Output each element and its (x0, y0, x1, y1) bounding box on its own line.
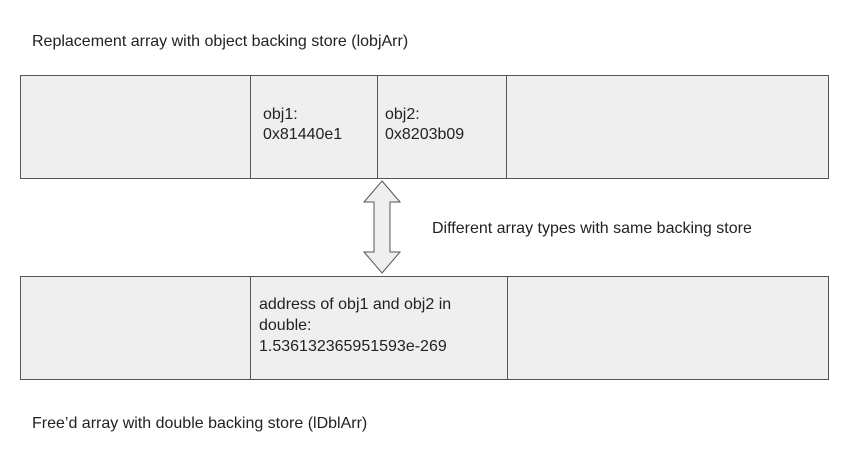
obj1-cell: obj1: 0x81440e1 (263, 105, 342, 145)
obj1-label: obj1: (263, 106, 298, 123)
double-cell-line-3: 1.536132365951593e-269 (259, 338, 447, 355)
obj2-address: 0x8203b09 (385, 126, 465, 143)
middle-label: Different array types with same backing … (432, 220, 752, 237)
divider-1 (250, 76, 251, 178)
divider-right (507, 277, 508, 379)
top-caption: Replacement array with object backing st… (32, 33, 409, 50)
divider-left (250, 277, 251, 379)
double-cell: address of obj1 and obj2 in double: 1.53… (259, 294, 451, 357)
double-headed-vertical-arrow-icon (362, 180, 402, 274)
bottom-caption: Free’d array with double backing store (… (32, 415, 368, 432)
double-cell-line-2: double: (259, 317, 312, 334)
obj2-cell: obj2: 0x8203b09 (385, 105, 464, 145)
double-cell-line-1: address of obj1 and obj2 in (259, 296, 452, 313)
divider-2 (377, 76, 378, 178)
obj1-address: 0x81440e1 (263, 126, 343, 143)
divider-3 (506, 76, 507, 178)
obj2-label: obj2: (385, 106, 420, 123)
double-array-strip: address of obj1 and obj2 in double: 1.53… (20, 276, 829, 380)
object-array-strip: obj1: 0x81440e1 obj2: 0x8203b09 (20, 75, 829, 179)
